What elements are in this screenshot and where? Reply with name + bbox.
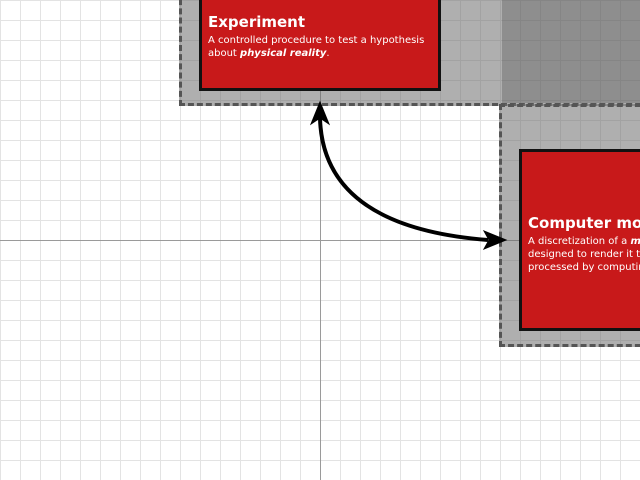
computer-model-desc-line-2: designed to render it to be (528, 249, 640, 260)
experiment-description: A controlled procedure to test a hypothe… (208, 34, 438, 60)
experiment-node[interactable]: Experiment A controlled procedure to tes… (199, 0, 441, 91)
region-overlap (502, 0, 640, 103)
experiment-desc-end: . (326, 48, 330, 59)
experiment-desc-text: A controlled procedure to test a hypothe… (208, 35, 425, 59)
computer-model-node[interactable]: Computer model A discretization of a mat… (519, 149, 640, 331)
computer-model-description: A discretization of a mathematical model… (528, 235, 640, 274)
experiment-title: Experiment (208, 13, 306, 31)
arrowhead-up-icon (309, 100, 331, 126)
computer-model-desc-line-3: processed by computing (528, 262, 640, 273)
computer-model-title: Computer model (528, 214, 640, 232)
experiment-desc-emphasis: physical reality (240, 48, 327, 59)
computer-model-desc-line-1: A discretization of a mathematical model (528, 235, 640, 248)
computer-model-desc-text: A discretization of a (528, 236, 631, 247)
arrowhead-right-icon (482, 229, 508, 251)
experiment-computer-model-edge[interactable] (318, 117, 489, 242)
horizontal-axis-line (0, 240, 640, 241)
computer-model-desc-emphasis: mathematical model (630, 236, 640, 247)
